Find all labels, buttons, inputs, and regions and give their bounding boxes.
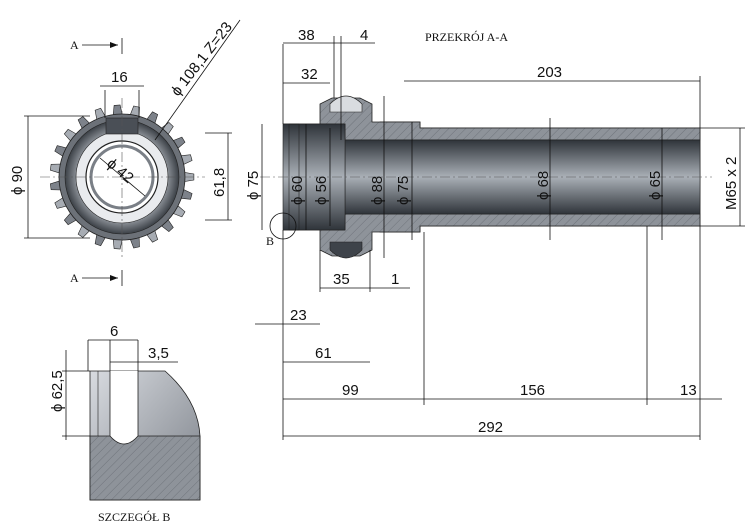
dim-35d-text: 3,5 <box>148 345 169 362</box>
dim-292-text: 292 <box>478 419 503 436</box>
dim-61-text: 61 <box>315 345 332 362</box>
section-view: PRZEKRÓJ A-A B ϕ 75 ϕ 60 ϕ 56 ϕ 88 ϕ 75 … <box>245 27 745 440</box>
dim-1-text: 1 <box>391 271 399 288</box>
section-mark-top: A <box>70 38 79 52</box>
dim-156-text: 156 <box>520 382 545 399</box>
dim-203-text: 203 <box>537 64 562 81</box>
section-arrowhead-top <box>110 42 118 48</box>
gear-dim-leader <box>154 19 241 141</box>
gear-dim-text: ϕ 108,1 Z=23 <box>168 19 236 100</box>
dim-618-text: 61,8 <box>211 168 228 197</box>
dim-35-text: 35 <box>333 271 350 288</box>
dim-13-text: 13 <box>680 382 697 399</box>
front-view: 16 ϕ 108,1 Z=23 ϕ 90 ϕ 42 61,8 A A <box>9 19 241 286</box>
dim-16-text: 16 <box>111 69 128 86</box>
section-arrowhead-bottom <box>110 275 118 281</box>
dim-23-text: 23 <box>290 307 307 324</box>
dim-90-text: ϕ 90 <box>9 166 26 195</box>
dia-75-left-text: ϕ 75 <box>245 171 262 200</box>
dia-75-text: ϕ 75 <box>395 176 412 205</box>
detail-title: SZCZEGÓŁ B <box>98 510 170 524</box>
tooth-top <box>329 95 363 113</box>
dia-56-text: ϕ 56 <box>313 176 330 205</box>
detail-groove <box>109 371 139 445</box>
dim-42-line <box>99 157 146 197</box>
thread-text: M65 x 2 <box>723 157 740 210</box>
detail-b-mark: B <box>266 234 274 248</box>
section-mark-bottom: A <box>70 271 79 285</box>
dia-65-text: ϕ 65 <box>647 171 664 200</box>
dia-625-text: ϕ 62,5 <box>49 370 66 412</box>
detail-section <box>89 435 201 501</box>
dim-32-text: 32 <box>301 66 318 83</box>
dia-88-text: ϕ 88 <box>369 176 386 205</box>
tooth-bottom <box>329 241 363 259</box>
dim-4-text: 4 <box>360 27 368 44</box>
dim-38-text: 38 <box>298 27 315 44</box>
dim-99-text: 99 <box>342 382 359 399</box>
dia-60-text: ϕ 60 <box>289 176 306 205</box>
detail-view: 6 3,5 ϕ 62,5 SZCZEGÓŁ B <box>49 323 201 524</box>
section-title: PRZEKRÓJ A-A <box>425 30 508 44</box>
dim-6-text: 6 <box>110 323 118 340</box>
dia-68-text: ϕ 68 <box>535 171 552 200</box>
